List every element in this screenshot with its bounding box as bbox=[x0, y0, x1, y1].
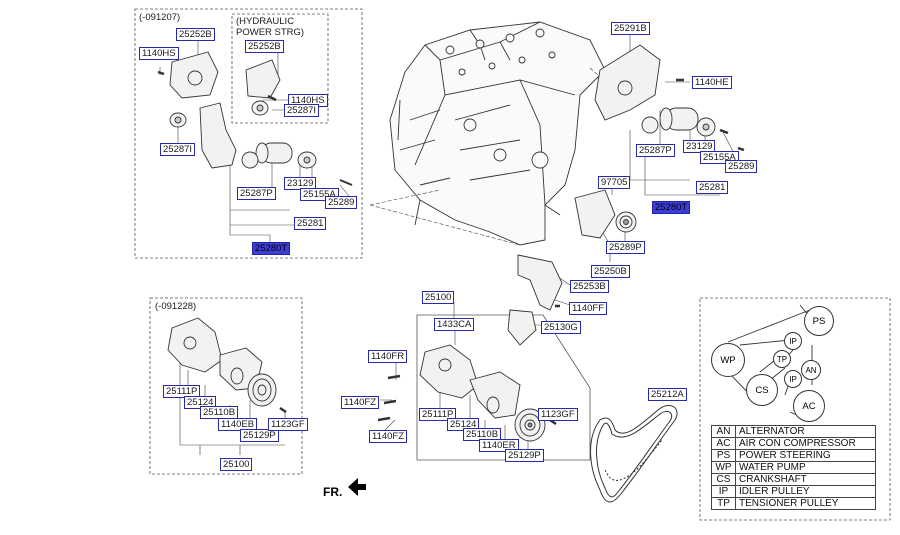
pulley-ps: PS bbox=[804, 306, 834, 336]
part-label[interactable]: 25252B bbox=[245, 40, 284, 53]
tensioner-parts-right bbox=[507, 44, 745, 346]
pulley-tp: TP bbox=[773, 350, 791, 368]
part-label[interactable]: 25289 bbox=[725, 160, 758, 173]
part-label[interactable]: 1140HS bbox=[139, 47, 179, 60]
part-label[interactable]: 25130G bbox=[541, 321, 581, 334]
part-label[interactable]: 97705 bbox=[598, 176, 631, 189]
part-label[interactable]: 25287I bbox=[284, 104, 320, 117]
legend-code: AC bbox=[711, 437, 736, 450]
pulley-cs: CS bbox=[746, 374, 778, 406]
part-label[interactable]: 1140FZ bbox=[341, 396, 380, 409]
pulley-an-label: AN bbox=[805, 365, 817, 375]
pulley-ac-label: AC bbox=[802, 400, 816, 412]
part-label[interactable]: 25100 bbox=[220, 458, 253, 471]
part-label[interactable]: 1140FZ bbox=[369, 430, 408, 443]
hydraulic-subframe bbox=[231, 13, 329, 124]
part-label[interactable]: 1123GF bbox=[268, 418, 308, 431]
part-label[interactable]: 25250B bbox=[591, 265, 630, 278]
tensioner-parts-left bbox=[157, 51, 353, 186]
front-direction-label: FR. bbox=[323, 485, 343, 499]
pulley-an: AN bbox=[801, 360, 821, 380]
pulley-ip-upper: IP bbox=[784, 332, 802, 350]
hydraulic-title-1: (HYDRAULIC bbox=[236, 16, 295, 27]
part-label[interactable]: 1140HS bbox=[288, 94, 328, 107]
tensioner-frame bbox=[134, 8, 363, 259]
legend-desc: TENSIONER PULLEY bbox=[735, 497, 876, 510]
part-label[interactable]: 23129 bbox=[683, 140, 716, 153]
part-label[interactable]: 25111P bbox=[163, 385, 201, 398]
legend-code: TP bbox=[711, 497, 736, 510]
part-label[interactable]: 1140EB bbox=[218, 418, 258, 431]
pulley-cs-label: CS bbox=[755, 384, 769, 396]
legend-desc: CRANKSHAFT bbox=[735, 473, 876, 486]
part-label[interactable]: 1123GF bbox=[538, 408, 578, 421]
drive-belt-illustration bbox=[590, 405, 678, 503]
front-direction-arrow bbox=[348, 478, 366, 496]
hydraulic-title-2: POWER STRG) bbox=[236, 27, 305, 38]
water-pump-frame bbox=[149, 297, 303, 475]
pulley-tp-label: TP bbox=[776, 354, 788, 364]
legend-desc: WATER PUMP bbox=[735, 461, 876, 474]
part-label[interactable]: 25100 bbox=[422, 291, 455, 304]
pulley-ac: AC bbox=[793, 390, 825, 422]
part-label[interactable]: 1140FF bbox=[569, 302, 608, 315]
pulley-wp-label: WP bbox=[720, 354, 736, 366]
pulley-wp: WP bbox=[711, 343, 745, 377]
part-label[interactable]: 25252B bbox=[176, 28, 215, 41]
part-label[interactable]: 25291B bbox=[611, 22, 650, 35]
legend-code: IP bbox=[711, 485, 736, 498]
part-label[interactable]: 25129P bbox=[505, 449, 544, 462]
part-label[interactable]: 1140ER bbox=[479, 439, 519, 452]
frame-code-water-pump: (-091228) bbox=[155, 301, 197, 312]
part-label[interactable]: 25281 bbox=[294, 217, 327, 230]
part-label[interactable]: 25129P bbox=[240, 429, 279, 442]
engine-block-illustration bbox=[389, 21, 606, 246]
part-label[interactable]: 1140FR bbox=[368, 350, 408, 363]
legend-desc: IDLER PULLEY bbox=[735, 485, 876, 498]
pulley-ip-lower-label: IP bbox=[789, 374, 797, 384]
part-label[interactable]: 1433CA bbox=[434, 318, 475, 331]
water-pump-left bbox=[167, 317, 287, 414]
belt-routing-frame bbox=[699, 297, 891, 521]
part-label[interactable]: 25111P bbox=[419, 408, 457, 421]
part-label-highlighted[interactable]: 25280T bbox=[252, 242, 291, 255]
legend-desc: AIR CON COMPRESSOR bbox=[735, 437, 876, 450]
legend-code: WP bbox=[711, 461, 736, 474]
pulley-ps-label: PS bbox=[812, 315, 826, 327]
frame-code-tensioner: (-091207) bbox=[139, 12, 181, 23]
part-label[interactable]: 25289P bbox=[606, 241, 645, 254]
part-label-highlighted[interactable]: 25280T bbox=[652, 201, 691, 214]
part-label[interactable]: 25253B bbox=[570, 280, 609, 293]
legend-code: PS bbox=[711, 449, 736, 462]
part-label[interactable]: 25281 bbox=[696, 181, 729, 194]
part-label[interactable]: 25287I bbox=[160, 143, 196, 156]
part-label[interactable]: 25289 bbox=[325, 196, 358, 209]
part-label[interactable]: 25212A bbox=[648, 388, 687, 401]
legend-code: CS bbox=[711, 473, 736, 486]
part-label[interactable]: 1140HE bbox=[692, 76, 732, 89]
pulley-ip-lower: IP bbox=[784, 370, 802, 388]
legend-desc: ALTERNATOR bbox=[735, 425, 876, 438]
pulley-ip-upper-label: IP bbox=[789, 336, 797, 346]
legend-desc: POWER STEERING bbox=[735, 449, 876, 462]
legend-code: AN bbox=[711, 425, 736, 438]
part-label[interactable]: 25287P bbox=[237, 187, 276, 200]
part-label[interactable]: 25287P bbox=[636, 144, 675, 157]
water-pump-center bbox=[377, 344, 557, 442]
